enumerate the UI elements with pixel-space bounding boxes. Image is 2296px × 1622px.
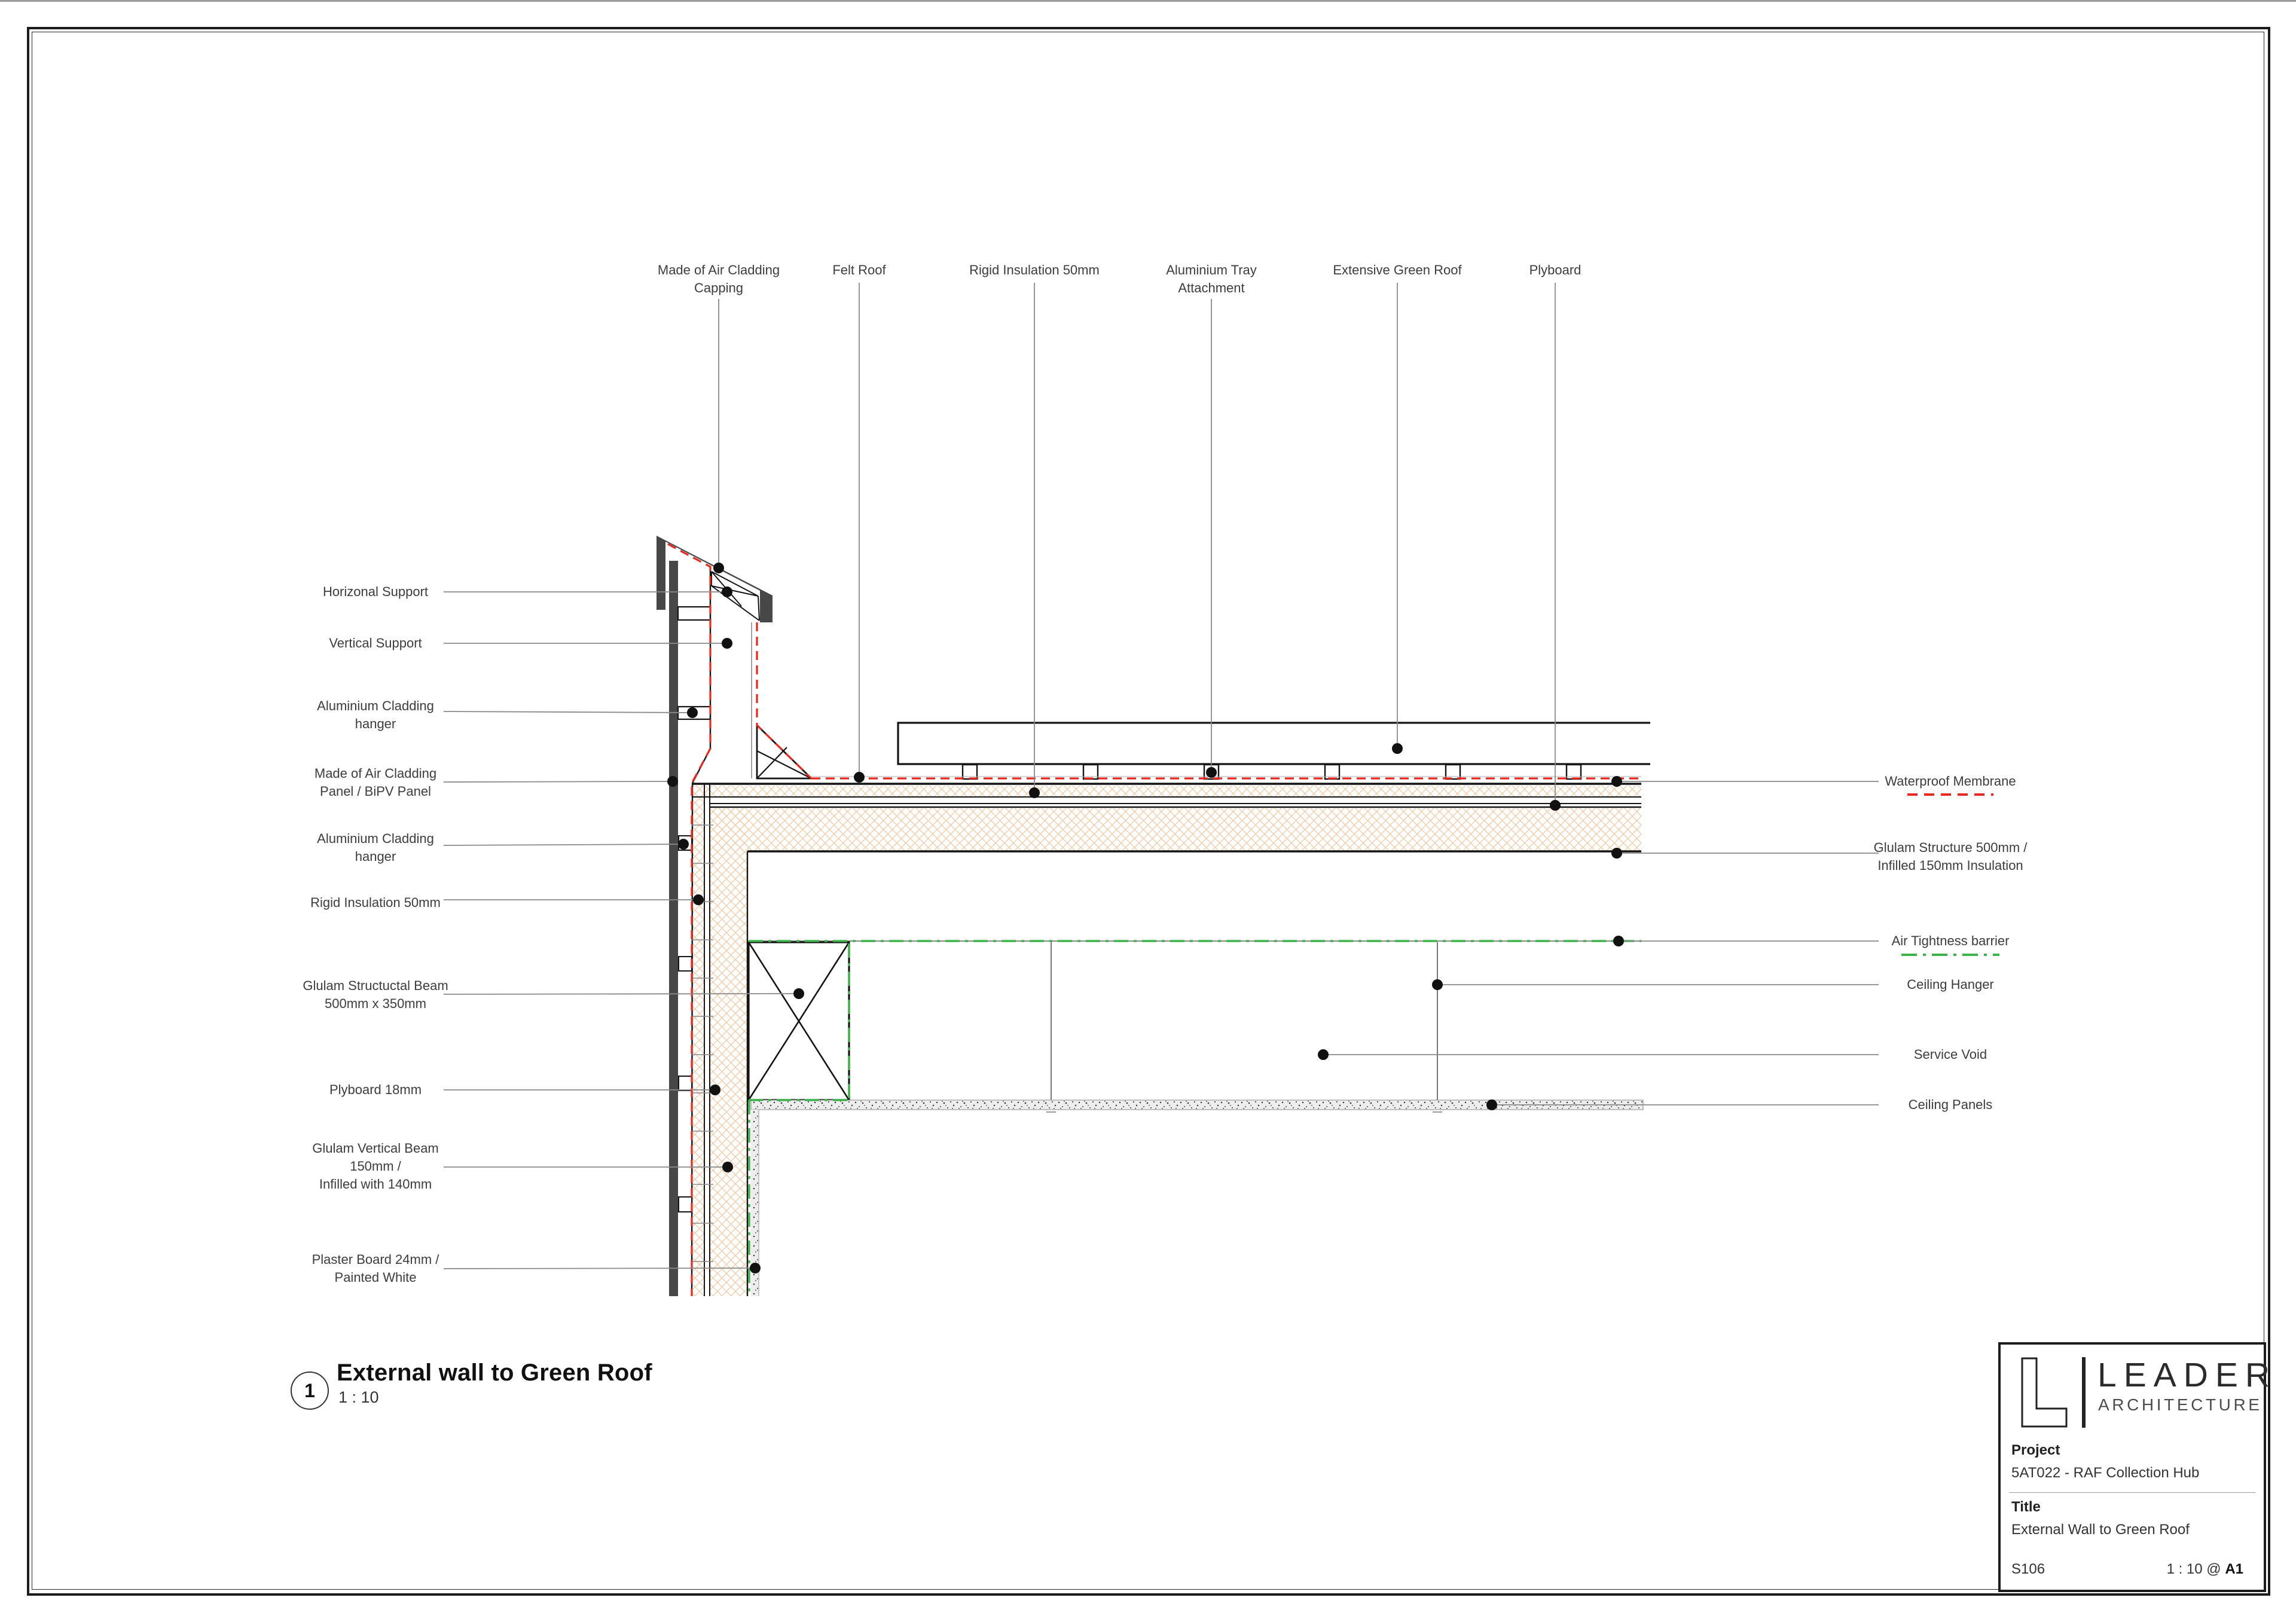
callout-glulam-structure: Glulam Structure 500mm / Infilled 150mm … bbox=[1873, 840, 2028, 873]
title-block: LEADER ARCHITECTURE Project 5AT022 - RAF… bbox=[1998, 1342, 2270, 1592]
leader-dots bbox=[667, 563, 1624, 1273]
callout-made-of-air-panel: Made of Air Cladding Panel / BiPV Panel bbox=[314, 766, 437, 799]
page-border-inner bbox=[32, 32, 2264, 1590]
callout-ceiling-hanger: Ceiling Hanger bbox=[1907, 977, 1994, 992]
view-title: External wall to Green Roof bbox=[337, 1360, 652, 1386]
callout-felt-roof: Felt Roof bbox=[832, 262, 886, 277]
leader-lines bbox=[443, 283, 1879, 1269]
view-number: 1 bbox=[304, 1379, 315, 1401]
sheet-number: S106 bbox=[2011, 1561, 2045, 1577]
callout-service-void: Service Void bbox=[1913, 1047, 1987, 1062]
callout-plyboard-18mm: Plyboard 18mm bbox=[329, 1082, 422, 1097]
callout-ceiling-panels: Ceiling Panels bbox=[1908, 1097, 1993, 1112]
brand-subtitle: ARCHITECTURE bbox=[2098, 1395, 2263, 1414]
callout-plyboard-roof: Plyboard bbox=[1529, 262, 1581, 277]
project-label: Project bbox=[2011, 1442, 2060, 1458]
callout-plaster-board: Plaster Board 24mm / Painted White bbox=[312, 1252, 439, 1285]
callout-extensive-green-roof: Extensive Green Roof bbox=[1333, 262, 1462, 277]
green-roof-tray bbox=[897, 722, 1650, 780]
callout-aluminium-cladding-hanger-1: Aluminium Cladding hanger bbox=[317, 698, 434, 731]
title-block-divider bbox=[2009, 1492, 2255, 1493]
callout-air-tightness-barrier: Air Tightness barrier bbox=[1891, 933, 2010, 948]
callout-glulam-vertical-beam: Glulam Vertical Beam 150mm / Infilled wi… bbox=[312, 1141, 439, 1192]
sheet-scale-text: 1 : 10 @ bbox=[2166, 1561, 2225, 1577]
callout-aluminium-cladding-hanger-2: Aluminium Cladding hanger bbox=[317, 831, 434, 864]
callout-aluminium-tray-attachment: Aluminium Tray Attachment bbox=[1166, 262, 1257, 295]
callout-rigid-insulation-roof: Rigid Insulation 50mm bbox=[969, 262, 1100, 277]
callout-horizonal-support: Horizonal Support bbox=[322, 584, 429, 599]
callout-glulam-structural-beam: Glulam Structuctal Beam 500mm x 350mm bbox=[303, 978, 448, 1011]
leader-architecture-logo-icon bbox=[2021, 1357, 2068, 1428]
page-border-outer bbox=[27, 27, 2270, 1596]
brand-name: LEADER bbox=[2097, 1356, 2277, 1394]
air-tightness-barrier-line bbox=[748, 940, 1641, 1296]
waterproof-membrane-line bbox=[667, 543, 1641, 1296]
sheet-scale: 1 : 10 @ A1 bbox=[2167, 1561, 2243, 1578]
view-scale: 1 : 10 bbox=[338, 1388, 379, 1406]
window-top-edge bbox=[0, 0, 2296, 2]
cladding-capping bbox=[657, 536, 773, 1296]
view-number-badge: 1 bbox=[291, 1371, 329, 1410]
project-value: 5AT022 - RAF Collection Hub bbox=[2011, 1465, 2200, 1481]
callout-vertical-support: Vertical Support bbox=[329, 636, 422, 650]
ceiling-assembly bbox=[747, 940, 1644, 1296]
title-value: External Wall to Green Roof bbox=[2011, 1522, 2190, 1538]
roof-linework bbox=[692, 783, 1641, 853]
roof-insulation-hatch bbox=[692, 786, 1641, 851]
callout-waterproof-membrane: Waterproof Membrane bbox=[1885, 774, 2016, 789]
callout-made-of-air-capping: Made of Air Cladding Capping bbox=[657, 262, 780, 295]
title-label: Title bbox=[2011, 1499, 2041, 1515]
callout-rigid-insulation-wall: Rigid Insulation 50mm bbox=[310, 895, 441, 910]
paper-size: A1 bbox=[2225, 1561, 2243, 1577]
wall-insulation-hatch bbox=[693, 786, 747, 1296]
logo-divider-bar bbox=[2082, 1357, 2086, 1428]
